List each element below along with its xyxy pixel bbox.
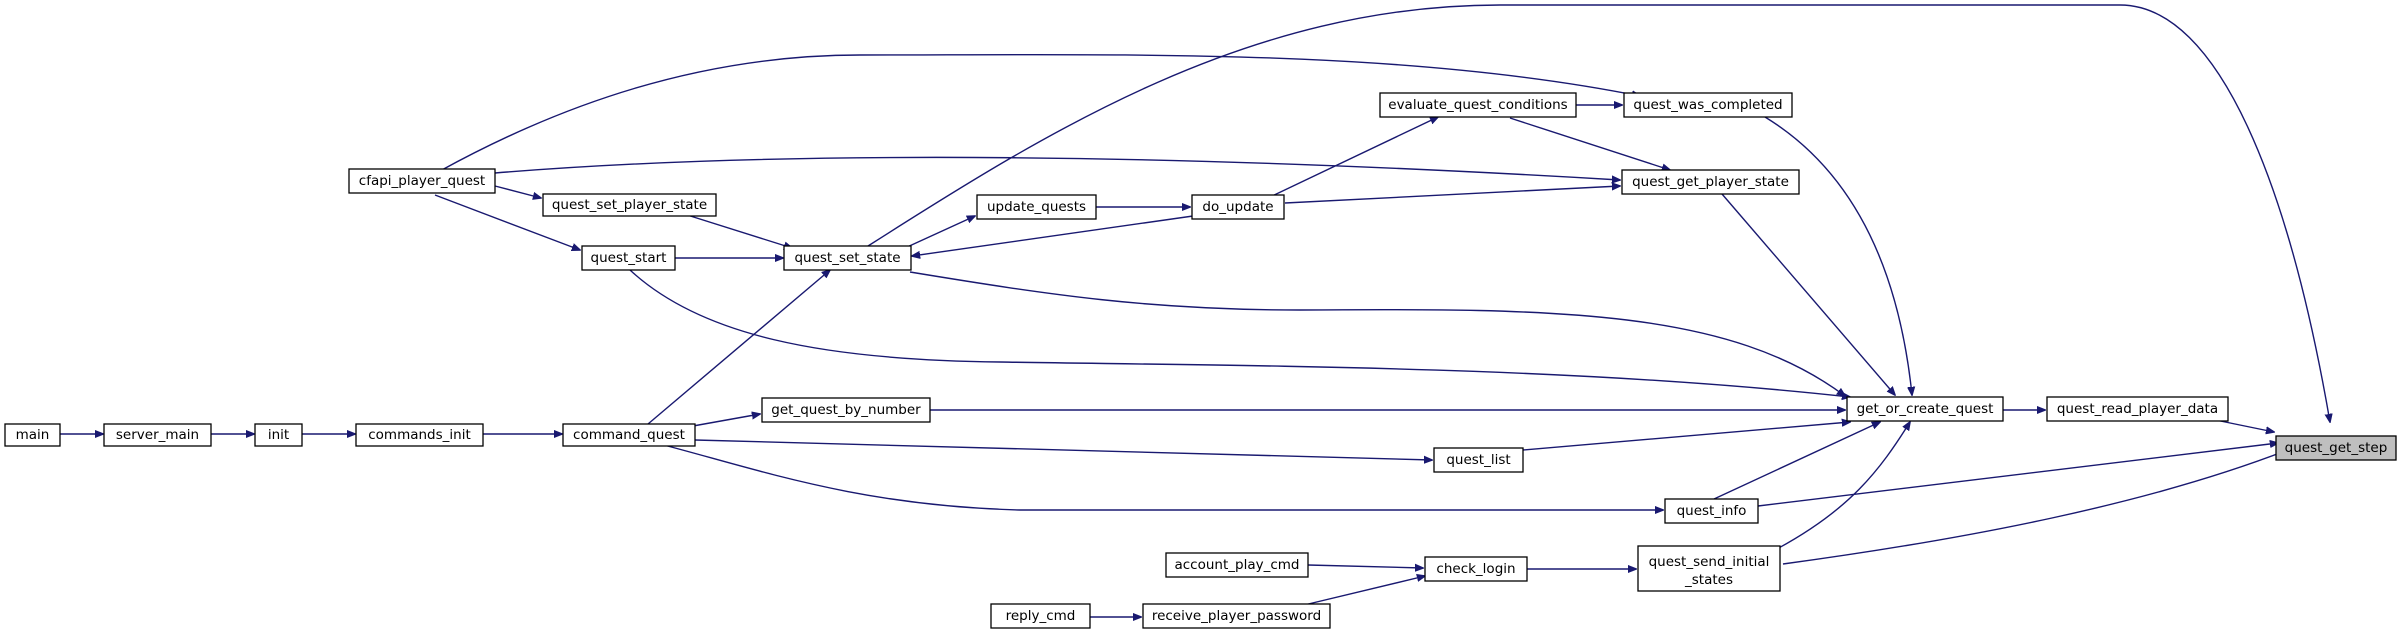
edge-cfapi_player_quest-to-quest_start (434, 194, 580, 250)
node-account_play_cmd[interactable]: account_play_cmd (1165, 552, 1309, 578)
edge-quest_set_player_state-to-quest_set_state (683, 213, 792, 248)
node-quest_list[interactable]: quest_list (1433, 447, 1524, 473)
edge-receive_player_password-to-check_login (1299, 576, 1425, 607)
edge-command_quest-to-get_quest_by_number (692, 414, 760, 427)
node-do_update[interactable]: do_update (1191, 194, 1285, 220)
node-label: cfapi_player_quest (359, 173, 485, 189)
node-label: quest_read_player_data (2057, 401, 2218, 417)
edge-quest_send_initial_states-to-quest_get_step (1782, 446, 2298, 565)
node-get_or_create_quest[interactable]: get_or_create_quest (1846, 396, 2004, 422)
node-quest_set_player_state[interactable]: quest_set_player_state (542, 193, 717, 217)
node-label: init (268, 427, 289, 443)
edges-layer (60, 4, 2330, 617)
edge-do_update-to-evaluate_quest_conditions (1269, 117, 1438, 198)
node-label: get_or_create_quest (1857, 401, 1994, 417)
node-receive_player_password[interactable]: receive_player_password (1142, 603, 1331, 629)
edge-cfapi_player_quest-to-quest_get_player_state (494, 156, 1620, 180)
node-label: server_main (116, 427, 199, 443)
edge-command_quest-to-quest_set_state (647, 270, 830, 425)
node-label: command_quest (573, 427, 685, 443)
node-label: quest_start (591, 250, 667, 266)
edge-do_update-to-quest_set_state (912, 215, 1194, 256)
node-check_login[interactable]: check_login (1424, 556, 1528, 582)
node-label-line-1: quest_send_initial (1649, 554, 1770, 570)
edge-cfapi_player_quest-to-quest_set_player_state (494, 185, 541, 198)
node-reply_cmd[interactable]: reply_cmd (990, 603, 1091, 629)
node-label: quest_was_completed (1633, 97, 1782, 113)
node-commands_init[interactable]: commands_init (355, 423, 484, 447)
edge-quest_set_state-to-update_quests (904, 216, 975, 249)
edge-quest_was_completed-to-get_or_create_quest (1764, 116, 1912, 395)
node-label: receive_player_password (1152, 608, 1321, 624)
edge-quest_info-to-quest_get_step (1757, 443, 2278, 507)
edge-command_quest-to-quest_info (659, 443, 1663, 511)
edge-quest_get_player_state-to-get_or_create_quest (1721, 193, 1895, 395)
edge-quest_set_state-to-quest_get_step (867, 4, 2330, 422)
node-server_main[interactable]: server_main (103, 423, 212, 447)
node-quest_start[interactable]: quest_start (581, 245, 676, 271)
node-quest_get_player_state[interactable]: quest_get_player_state (1621, 169, 1800, 195)
nodes-layer: main server_main init commands_init comm… (4, 92, 2397, 629)
edge-command_quest-to-quest_list (694, 439, 1432, 460)
node-label: do_update (1202, 199, 1273, 215)
node-cfapi_player_quest[interactable]: cfapi_player_quest (348, 168, 496, 194)
edge-cfapi_player_quest-to-quest_was_completed (439, 53, 1640, 172)
edge-do_update-to-quest_get_player_state (1284, 186, 1620, 204)
node-label: update_quests (987, 199, 1086, 215)
node-label: quest_get_player_state (1632, 174, 1789, 190)
node-quest_was_completed[interactable]: quest_was_completed (1623, 92, 1793, 118)
edge-evaluate_quest_conditions-to-quest_get_player_state (1509, 117, 1670, 170)
node-label-line-2: _states (1684, 572, 1733, 588)
edge-quest_list-to-get_or_create_quest (1522, 422, 1850, 451)
node-label: commands_init (368, 427, 471, 443)
edge-account_play_cmd-to-check_login (1307, 565, 1423, 568)
node-command_quest[interactable]: command_quest (562, 423, 696, 447)
node-quest_read_player_data[interactable]: quest_read_player_data (2046, 396, 2229, 422)
node-label: quest_list (1446, 452, 1510, 468)
node-update_quests[interactable]: update_quests (976, 194, 1097, 220)
node-quest_send_initial_states[interactable]: quest_send_initial _states (1637, 545, 1781, 592)
node-label: evaluate_quest_conditions (1388, 97, 1567, 113)
node-label: reply_cmd (1006, 608, 1076, 624)
edge-quest_set_state-to-get_or_create_quest (909, 271, 1845, 396)
node-label: quest_get_step (2285, 440, 2388, 456)
node-evaluate_quest_conditions[interactable]: evaluate_quest_conditions (1379, 92, 1577, 118)
node-label: quest_set_state (794, 250, 900, 266)
edge-quest_info-to-get_or_create_quest (1713, 422, 1880, 500)
node-main[interactable]: main (4, 423, 61, 447)
node-quest_get_step[interactable]: quest_get_step (2275, 435, 2397, 461)
edge-quest_send_initial_states-to-get_or_create_quest (1774, 422, 1910, 551)
node-init[interactable]: init (254, 423, 303, 447)
node-label: get_quest_by_number (771, 402, 921, 418)
node-quest_set_state[interactable]: quest_set_state (783, 245, 912, 271)
node-get_quest_by_number[interactable]: get_quest_by_number (761, 397, 931, 423)
node-label: quest_info (1677, 503, 1747, 519)
node-label: account_play_cmd (1174, 557, 1299, 573)
node-label: main (16, 427, 50, 443)
edge-quest_start-to-get_or_create_quest (629, 269, 1850, 397)
node-quest_info[interactable]: quest_info (1664, 498, 1759, 524)
node-label: quest_set_player_state (552, 197, 707, 213)
node-label: check_login (1436, 561, 1515, 577)
